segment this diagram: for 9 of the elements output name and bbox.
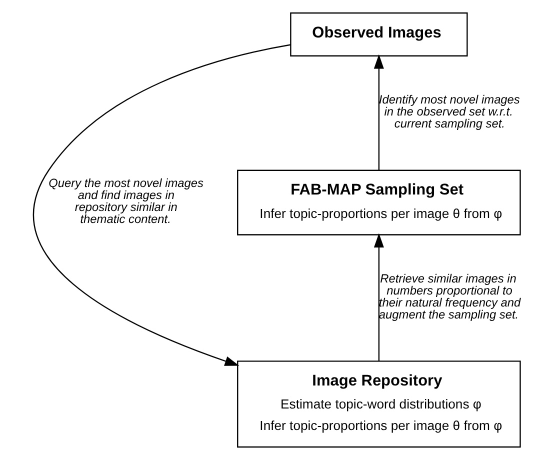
edge-label: Identify most novel images in the observed set w.r.t. current sampling set.: [378, 92, 520, 130]
node-box: Image Repository Estimate topic-word distributions φ Infer topic-proportions per image θ from φ: [237, 360, 521, 448]
node-box: FAB-MAP Sampling Set Infer topic-proportions per image θ from φ: [237, 170, 521, 236]
arrow: [374, 54, 384, 170]
arrow: [374, 233, 384, 362]
edge-label: Retrieve similar images in numbers proportional to their natural frequency and augment the sampling set.: [378, 271, 521, 322]
node-box: Observed Images: [290, 12, 468, 56]
edge-label: Query the most novel images and find images in repository similar in thematic content.: [48, 176, 204, 226]
arrow: [33, 44, 291, 366]
